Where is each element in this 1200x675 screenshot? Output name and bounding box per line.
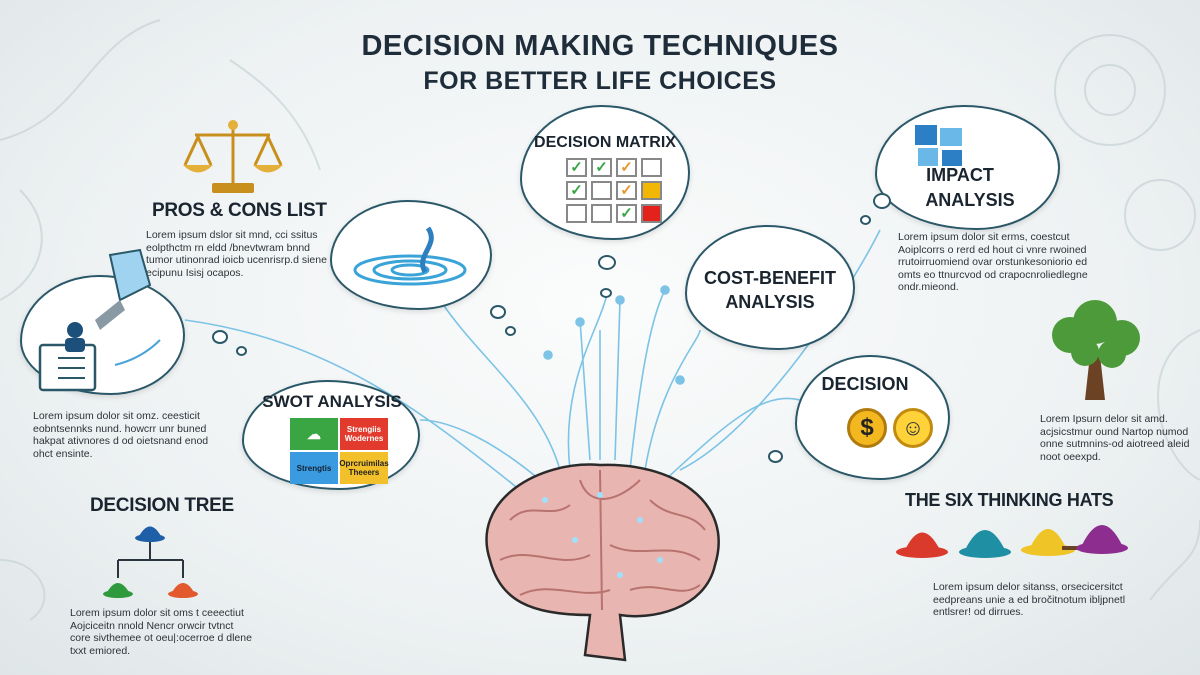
six-hats-text: entlsrer! od dirrues. [933,606,1024,618]
impact-text: ondr.mieond. [898,281,959,293]
decision-tree-heading: DECISION TREE [90,495,234,516]
title-line-2: FOR BETTER LIFE CHOICES [423,67,777,95]
connector-lines [184,229,881,491]
matrix-cell [641,181,662,200]
impact-text: rrutoirruomiend ovar orstunkesoniorio ed [898,256,1088,268]
tree-text: Lorem Ipsurn delor sit amd. [1040,413,1168,425]
matrix-cell [641,158,662,177]
six-hats-text: Lorem ipsum delor sitanss, orsecicersitc… [933,581,1123,593]
decision-matrix-grid: ✓✓✓✓✓✓ [566,158,662,223]
matrix-cell [566,204,587,223]
title-line-1: DECISION MAKING TECHNIQUES [361,30,839,62]
thought-bubble [212,330,228,344]
thought-bubble [873,193,891,209]
thought-bubble [768,450,783,463]
checkmark-icon: ✓ [591,158,612,177]
tree-text: onne sutmnins-od aiotreed aleid [1040,438,1190,450]
cost-benefit-cloud [685,225,855,350]
impact-text: Lorem ipsum dolor sit erms, coestcut [898,231,1070,243]
thought-bubble [505,326,516,336]
pros-cons-heading: PROS & CONS LIST [152,200,327,221]
brain-illustration [485,463,720,662]
tree-text: noot oeexpd. [1040,450,1101,463]
swot-heading: SWOT ANALYSIS [262,392,402,411]
thought-bubble [860,215,871,225]
matrix-cell [591,204,612,223]
decision-matrix-heading: DECISION MATRIX [534,134,676,151]
thought-bubble [598,255,616,270]
water-ripple-cloud [330,200,492,310]
decision-tree-text: Aojciceitn nnold Nencr orwcir tvtnct [70,619,234,632]
six-hats-text: eedpreans unie a ed bročitnotum ibljpnet… [933,593,1126,606]
thought-bubble [236,346,247,356]
matrix-cell [591,181,612,200]
checkmark-icon: ✓ [616,204,637,223]
smiley-icon: ☺ [893,408,933,448]
pros-cons-text: eolpthctm rn eldd /bnevtwram bnnd [146,241,311,254]
impact-line-1: IMPACT [926,165,994,185]
decision-tree-text: txxt emiored. [70,644,131,657]
clipboard-cloud [20,275,185,395]
six-hats-heading: THE SIX THINKING HATS [905,490,1114,510]
matrix-cell [641,204,662,223]
decision-heading: DECISION [821,374,909,394]
checkmark-icon: ✓ [566,158,587,177]
thought-bubble [600,288,612,298]
impact-analysis-cloud [875,105,1060,230]
clipboard-text: eobntsennks nund. howcrr unr buned [33,422,207,435]
checkmark-icon: ✓ [616,181,637,200]
clipboard-text: hakpat ativnores d od oietsnand enod [33,435,209,447]
clipboard-text: ohct ensinte. [33,447,93,460]
impact-text: Aoiplcorrs o rerd ed hout ci vnre rwoine… [898,243,1087,256]
pros-cons-text: Lorem ipsum dslor sit mnd, cci ssitus [146,229,318,241]
impact-text: omts eo ttnurcvod od crapocnroliedlegne [898,268,1088,281]
swot-grid: ☁ Strengiis Wodernes Strengtis Oprcruimi… [290,418,389,484]
tree-text: acjsicstmur ound Nartop numod [1040,425,1189,438]
dollar-coin-icon: $ [847,408,887,448]
clipboard-text: Lorem ipsum dolor sit omz. ceesticit [33,410,200,422]
decision-tree-text: Lorem ipsum dolor sit oms t ceeectiut [70,607,244,619]
swot-cell: Oprcruimilas Theeers [339,452,389,484]
pros-cons-text: ecipunu Isisj ocapos. [146,266,244,279]
impact-line-2: ANALYSIS [925,190,1015,210]
checkmark-icon: ✓ [566,181,587,200]
thought-bubble [490,305,506,319]
cost-benefit-line-2: ANALYSIS [725,292,815,312]
cost-benefit-line-1: COST-BENEFIT [703,268,836,288]
pros-cons-text: tumor utinonrad ioicb ucenrisrp.d siene [146,254,327,266]
swot-cell: Strengiis Wodernes [340,418,388,450]
swot-cell-icon: ☁ [290,418,338,450]
decision-tree-text: core sivthemee ot oeu|:ocerroe d dlene [70,632,252,644]
swot-cell: Strengtis [290,452,338,484]
checkmark-icon: ✓ [616,158,637,177]
